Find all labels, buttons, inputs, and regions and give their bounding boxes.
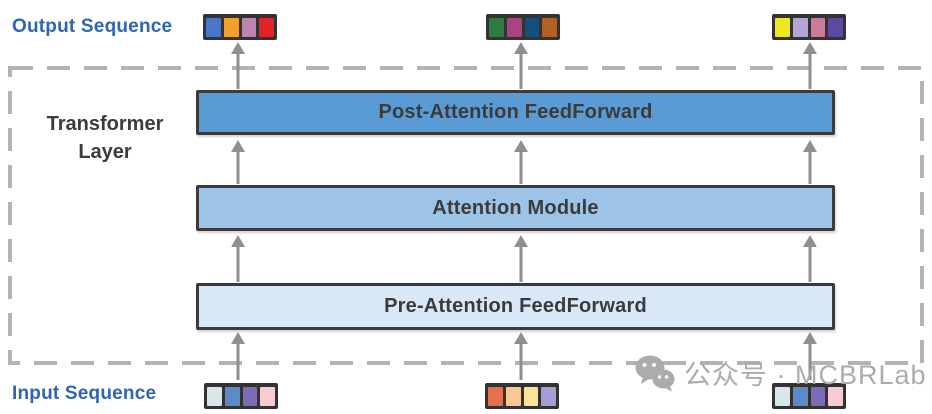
token-strip-input-middle xyxy=(485,383,559,409)
token-cell xyxy=(523,386,539,406)
token-cell xyxy=(207,386,222,406)
token-strip-output-right xyxy=(772,14,846,40)
up-arrow xyxy=(513,332,529,380)
watermark: 公众号 · MCBRLab xyxy=(634,353,927,392)
up-arrow xyxy=(802,140,818,184)
token-strip-output-middle xyxy=(486,14,560,40)
token-strip-input-right xyxy=(772,383,846,409)
up-arrow xyxy=(230,42,246,89)
token-cell xyxy=(542,17,557,37)
up-arrow xyxy=(802,332,818,380)
token-cell xyxy=(775,17,790,37)
token-cell xyxy=(524,17,540,37)
token-cell xyxy=(242,386,258,406)
up-arrow xyxy=(230,140,246,184)
token-cell xyxy=(828,17,843,37)
up-arrow xyxy=(513,235,529,282)
token-cell xyxy=(224,386,240,406)
token-cell xyxy=(241,17,257,37)
token-cell xyxy=(810,386,826,406)
up-arrow xyxy=(802,235,818,282)
token-cell xyxy=(206,17,221,37)
up-arrow xyxy=(513,140,529,184)
token-cell xyxy=(775,386,790,406)
token-cell xyxy=(260,386,275,406)
output-sequence-label: Output Sequence xyxy=(12,16,173,37)
token-cell xyxy=(810,17,826,37)
input-sequence-label: Input Sequence xyxy=(12,383,157,404)
transformer-layer-frame xyxy=(8,66,924,365)
token-cell xyxy=(488,386,503,406)
up-arrow xyxy=(230,235,246,282)
token-cell xyxy=(489,17,504,37)
watermark-text: 公众号 · MCBRLab xyxy=(684,360,927,390)
token-cell xyxy=(828,386,843,406)
post-attention-feedforward-box: Post-Attention FeedForward xyxy=(196,90,835,135)
up-arrow xyxy=(802,42,818,89)
token-strip-output-left xyxy=(203,14,277,40)
pre-attention-feedforward-box: Pre-Attention FeedForward xyxy=(196,283,835,330)
token-cell xyxy=(505,386,521,406)
wechat-icon xyxy=(635,355,675,391)
token-strip-input-left xyxy=(204,383,278,409)
up-arrow xyxy=(230,332,246,380)
up-arrow xyxy=(513,42,529,89)
token-cell xyxy=(792,386,808,406)
token-cell xyxy=(541,386,556,406)
attention-module-box: Attention Module xyxy=(196,185,835,231)
token-cell xyxy=(259,17,274,37)
token-cell xyxy=(792,17,808,37)
token-cell xyxy=(223,17,239,37)
token-cell xyxy=(506,17,522,37)
transformer-layer-label: Transformer Layer xyxy=(46,113,164,163)
